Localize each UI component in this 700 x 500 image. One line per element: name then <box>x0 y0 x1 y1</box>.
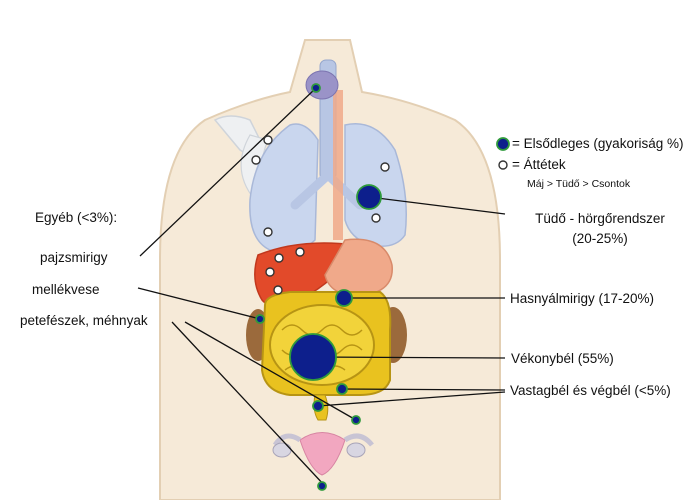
label-ovary-uterus: petefészek, méhnyak <box>20 313 148 328</box>
metastasis-dot <box>273 285 283 295</box>
label-lung: Tüdő - hörgőrendszer (20-25%) <box>510 211 690 247</box>
metastasis-dot <box>274 253 284 263</box>
primary-cervix <box>317 481 327 491</box>
esophagus <box>333 90 343 240</box>
primary-thyroid <box>311 83 321 93</box>
line-lung <box>368 196 506 215</box>
right-ovary <box>346 442 366 458</box>
primary-rectum <box>312 400 324 412</box>
label-adrenal: mellékvese <box>32 282 100 297</box>
label-lung-line2: (20-25%) <box>572 231 628 246</box>
label-thyroid: pajzsmirigy <box>40 250 108 265</box>
line-colon-b <box>317 391 506 407</box>
metastasis-dot <box>265 267 275 277</box>
uterus <box>299 432 346 476</box>
metastasis-dot <box>380 162 390 172</box>
primary-lung <box>356 184 382 210</box>
label-small-intestine: Vékonybél (55%) <box>511 351 614 366</box>
legend-metastasis-order: Máj > Tüdő > Csontok <box>527 178 631 190</box>
primary-ovary <box>351 415 361 425</box>
metastasis-dot <box>371 213 381 223</box>
left-ovary <box>272 442 292 458</box>
thyroid-organ <box>305 70 339 100</box>
legend-primary-label: = Elsődleges (gyakoriság %) <box>512 136 684 151</box>
label-lung-line1: Tüdő - hörgőrendszer <box>535 211 665 226</box>
fallopian-tubes <box>272 433 374 447</box>
metastasis-dot <box>251 155 261 165</box>
metastasis-markers <box>251 135 390 295</box>
connector-lines <box>137 87 506 487</box>
line-ovary-a <box>171 321 326 487</box>
primary-small-intestine <box>289 333 337 381</box>
legend-metastasis-label: = Áttétek <box>512 157 566 172</box>
primary-markers <box>255 83 382 491</box>
metastasis-dot <box>263 227 273 237</box>
label-colon: Vastagbél és végbél (<5%) <box>510 383 671 398</box>
label-pancreas: Hasnyálmirigy (17-20%) <box>510 291 655 306</box>
line-colon-a <box>341 388 506 391</box>
primary-adrenal <box>255 314 265 324</box>
other-title: Egyéb (<3%): <box>35 210 118 225</box>
line-small-intestine <box>312 356 506 359</box>
primary-pancreas <box>335 289 353 307</box>
line-thyroid <box>139 87 317 257</box>
line-ovary-b <box>184 321 357 421</box>
metastasis-dot <box>295 247 305 257</box>
legend-metastasis-icon <box>498 160 508 170</box>
line-adrenal <box>137 287 261 320</box>
legend-primary-icon <box>496 137 510 151</box>
metastasis-dot <box>263 135 273 145</box>
primary-colon <box>336 383 348 395</box>
